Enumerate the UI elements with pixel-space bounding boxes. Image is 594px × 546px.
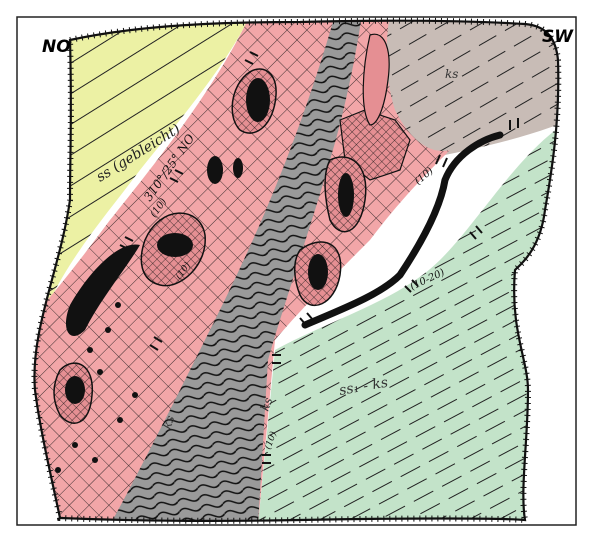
lens-5-core <box>338 173 354 217</box>
lens-1-core <box>246 78 270 122</box>
lens-6-core <box>308 254 328 290</box>
lens-3-core <box>207 156 223 184</box>
lens-4-core <box>233 158 243 178</box>
lens-2-core <box>157 233 193 257</box>
label-ks-gray: ks <box>445 67 458 81</box>
label-no: NO <box>42 37 71 57</box>
lens-7-core <box>65 376 85 404</box>
label-sw: SW <box>542 27 574 47</box>
section-body <box>20 15 570 525</box>
